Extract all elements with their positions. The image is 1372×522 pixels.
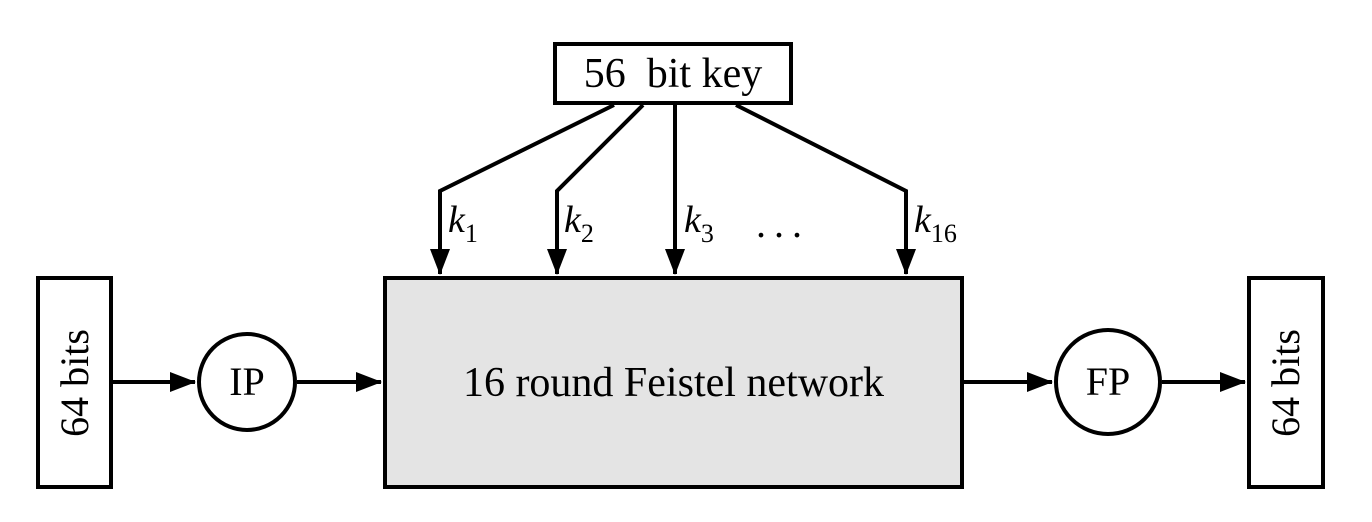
subkey-label-k3: k3	[684, 199, 714, 247]
input-bits-label: 64 bits	[51, 328, 97, 437]
output-bits-box: 64 bits	[1247, 276, 1325, 489]
feistel-network-box: 16 round Feistel network	[383, 276, 964, 489]
input-bits-box: 64 bits	[36, 276, 113, 489]
subkey-arrow-k1	[430, 103, 615, 275]
key-box: 56 bit key	[553, 42, 793, 105]
output-bits-label: 64 bits	[1263, 328, 1309, 437]
subkey-arrow-k16	[735, 103, 916, 275]
subkey-label-k16: k16	[914, 199, 957, 247]
subkey-k3-base: k	[684, 199, 701, 241]
subkey-k1-sub: 1	[464, 219, 478, 248]
subkey-arrow-k2	[547, 103, 645, 275]
subkey-k2-sub: 2	[580, 219, 594, 248]
subkey-ellipsis: ...	[756, 201, 810, 246]
subkey-k16-sub: 16	[930, 219, 957, 248]
ip-node-label: IP	[229, 359, 265, 404]
fp-node-label: FP	[1085, 359, 1131, 404]
feistel-network-label: 16 round Feistel network	[462, 359, 885, 406]
subkey-label-k2: k2	[564, 199, 594, 247]
subkey-k2-base: k	[564, 199, 581, 241]
subkey-k1-base: k	[448, 199, 465, 241]
subkey-k3-sub: 3	[700, 219, 714, 248]
subkey-label-k1: k1	[448, 199, 478, 247]
ip-node: IP	[197, 332, 297, 432]
key-box-label: 56 bit key	[583, 50, 763, 97]
subkey-k16-base: k	[914, 199, 931, 241]
fp-node: FP	[1054, 328, 1162, 436]
